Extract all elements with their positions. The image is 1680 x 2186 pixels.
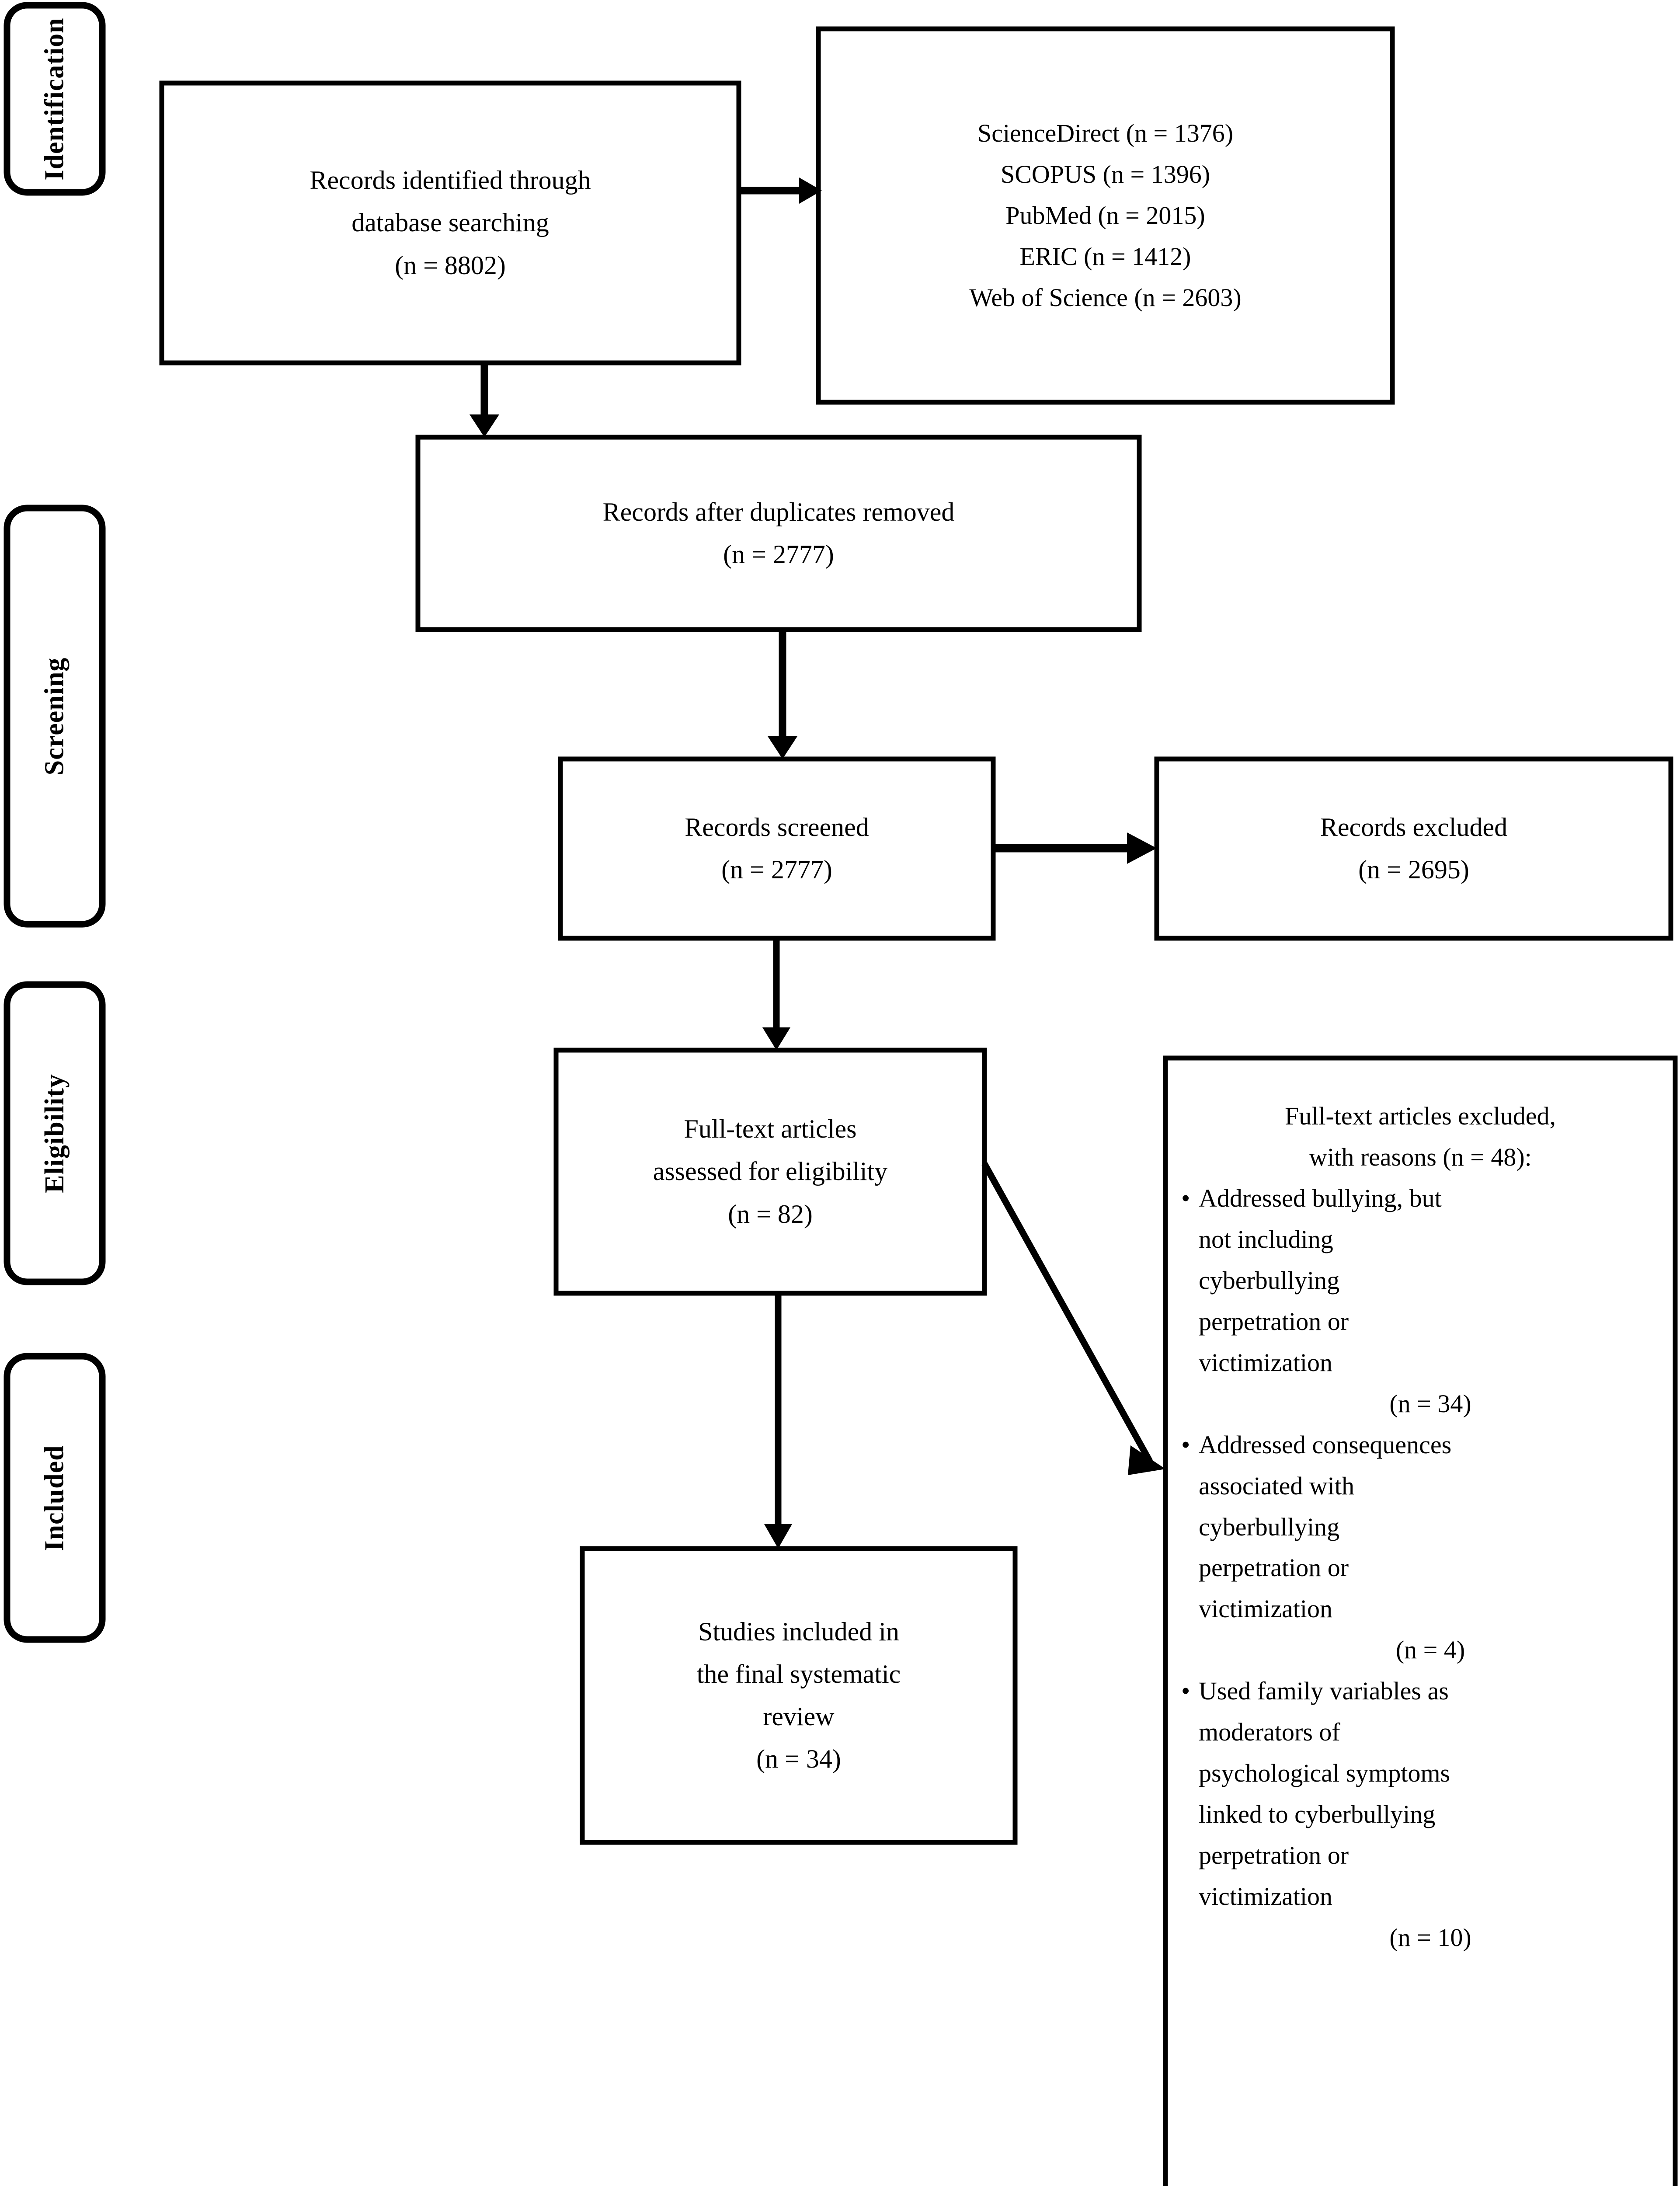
stage-pill-included [3,1353,106,1643]
records-identified-line-1: Records identified through [310,166,591,195]
records-screened-label: Records screened [685,812,869,842]
stage-label-included-text: Included [39,1445,70,1551]
bullet-icon: • [1181,1184,1190,1212]
box-duplicates-removed [415,435,1142,632]
reason-1-line-4: perpetration or [1199,1307,1349,1336]
fulltext-excluded-header-line-1: Full-text articles excluded, [1284,1102,1556,1130]
connector-screened-to-excluded [993,832,1157,864]
records-screened-count: (n = 2777) [721,855,832,884]
stage-pill-screening [3,505,106,928]
records-identified-line-2: database searching [351,208,549,237]
reason-1-count: (n = 34) [1389,1389,1471,1418]
reason-2-line-1: Addressed consequences [1199,1430,1452,1459]
box-records-excluded-text: Records excluded (n = 2695) [1157,759,1671,938]
duplicates-removed-count: (n = 2777) [723,540,834,569]
reason-3-line-1: Used family variables as [1199,1677,1449,1706]
fulltext-assessed-line-2: assessed for eligibility [653,1157,888,1186]
reason-2-line-4: perpetration or [1199,1553,1349,1582]
box-fulltext-assessed [553,1048,987,1296]
box-fulltext-assessed-text: Full-text articles assessed for eligibil… [556,1050,984,1293]
box-duplicates-removed-text: Records after duplicates removed (n = 27… [418,437,1139,630]
bullet-icon: • [1181,1677,1190,1706]
records-excluded-count: (n = 2695) [1358,855,1469,884]
list-item: • Addressed consequences associated with… [1179,1424,1662,1671]
box-studies-included-text: Studies included in the final systematic… [582,1549,1015,1842]
studies-included-count: (n = 34) [756,1744,841,1774]
database-entry-pubmed: PubMed (n = 2015) [1005,201,1205,230]
studies-included-line-3: review [763,1702,835,1731]
reason-3-line-4: linked to cyberbullying [1199,1800,1436,1829]
fulltext-excluded-reason-list: • Addressed bullying, but not including … [1179,1178,1662,1958]
box-records-identified-text: Records identified through database sear… [162,83,739,363]
database-entry-scopus: SCOPUS (n = 1396) [1000,160,1210,189]
duplicates-removed-label: Records after duplicates removed [602,497,955,526]
fulltext-excluded-header-line-2: with reasons (n = 48): [1309,1142,1532,1171]
box-records-identified [159,80,741,365]
list-item: • Used family variables as moderators of… [1179,1671,1662,1958]
stage-label-eligibility: Eligibility [7,985,102,1282]
stage-label-screening: Screening [7,508,102,924]
connector-fulltext-to-excluded [981,1162,1165,1475]
stage-label-identification: Identification [7,5,102,192]
stage-label-eligibility-text: Eligibility [39,1073,70,1193]
reason-1-line-3: cyberbullying [1199,1266,1340,1295]
reason-2-count: (n = 4) [1395,1636,1465,1664]
connector-duplicates-to-screened [768,630,797,759]
reason-3-line-5: perpetration or [1199,1841,1349,1870]
studies-included-line-1: Studies included in [698,1617,899,1646]
studies-included-line-2: the final systematic [696,1659,901,1688]
box-records-screened-text: Records screened (n = 2777) [560,759,993,938]
database-entry-eric: ERIC (n = 1412) [1019,242,1191,271]
stage-pill-eligibility [3,981,106,1285]
records-identified-count: (n = 8802) [395,251,506,280]
records-excluded-label: Records excluded [1320,812,1508,842]
reason-3-line-3: psychological symptoms [1199,1759,1450,1788]
box-studies-included [580,1546,1018,1845]
database-entry-sciencedirect: ScienceDirect (n = 1376) [977,119,1234,148]
reason-3-line-6: victimization [1199,1882,1333,1911]
reason-2-line-3: cyberbullying [1199,1512,1340,1541]
box-databases-text: ScienceDirect (n = 1376) SCOPUS (n = 139… [818,29,1392,402]
fulltext-assessed-line-1: Full-text articles [684,1114,857,1144]
reason-2-line-5: victimization [1199,1594,1333,1623]
reason-1-line-5: victimization [1199,1348,1333,1377]
reason-1-line-2: not including [1199,1225,1333,1253]
bullet-icon: • [1181,1430,1190,1459]
stage-label-identification-text: Identification [39,17,70,181]
reason-3-line-2: moderators of [1199,1718,1340,1747]
list-item: • Addressed bullying, but not including … [1179,1178,1662,1424]
box-fulltext-excluded-text: Full-text articles excluded, with reason… [1165,1058,1675,2186]
box-records-excluded [1154,756,1673,941]
stage-pill-identification [3,2,106,196]
connector-identified-to-duplicates [470,363,499,437]
stage-label-screening-text: Screening [39,657,70,775]
connector-identified-to-databases [739,178,822,204]
reason-3-count: (n = 10) [1389,1923,1471,1952]
connector-fulltext-to-included [764,1293,792,1549]
box-records-screened [558,756,996,941]
stage-label-included: Included [7,1356,102,1640]
database-entry-web-of-science: Web of Science (n = 2603) [969,283,1242,312]
connector-screened-to-fulltext [762,938,790,1050]
reason-1-line-1: Addressed bullying, but [1199,1184,1442,1212]
box-databases [816,26,1395,405]
box-fulltext-excluded [1163,1055,1678,2186]
fulltext-assessed-count: (n = 82) [728,1199,813,1229]
reason-2-line-2: associated with [1199,1471,1354,1500]
